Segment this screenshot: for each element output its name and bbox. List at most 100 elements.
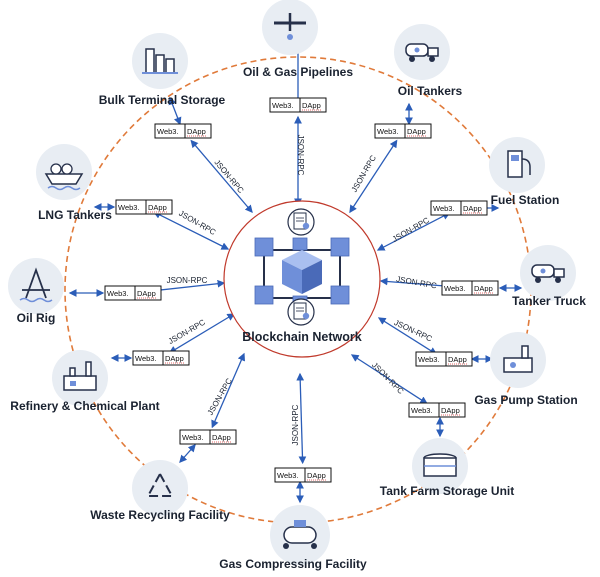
node-label: LNG Tankers [38, 208, 112, 222]
dapp-label: DApp [463, 204, 482, 213]
dapp-box: Web3. DApp [415, 351, 473, 367]
hub-link-arrow [377, 317, 438, 355]
node-oil-rig: Oil Rig [8, 258, 64, 325]
dapp-box: Web3.DApp [132, 350, 190, 366]
node-oil-and-gas-pipelines: Oil & Gas Pipelines [243, 0, 353, 79]
web3-label: Web3. [444, 284, 466, 293]
dapp-box: Web3.DApp [408, 402, 466, 418]
web3-label: Web3. [157, 127, 179, 136]
dapp-label: DApp [302, 101, 321, 110]
node-label: Oil & Gas Pipelines [243, 65, 353, 79]
dapp-box: Web3. DApp [430, 200, 488, 216]
web3-label: Web3. [135, 354, 157, 363]
node-gas-pump-station: Gas Pump Station [474, 332, 578, 407]
web3-label: Web3. [411, 406, 433, 415]
web3-label: Web3. [433, 204, 455, 213]
hub-link-arrow [168, 313, 236, 354]
dapp-label: DApp [148, 203, 167, 212]
hub-link-arrow [349, 139, 398, 214]
dapp-box-border [154, 123, 212, 139]
dapp-box-border [430, 200, 488, 216]
dapp-label: DApp [212, 433, 231, 442]
json-rpc-label: JSON-RPC [391, 216, 431, 244]
node-label: Bulk Terminal Storage [99, 93, 226, 107]
node-label: Gas Compressing Facility [219, 557, 367, 571]
dapp-box-border [132, 350, 190, 366]
node-label: Tank Farm Storage Unit [380, 484, 514, 498]
node-waste-recycling-facility: Waste Recycling Facility [90, 460, 230, 522]
dapp-box-border [104, 285, 162, 301]
web3-label: Web3. [118, 203, 140, 212]
dapp-box: Web3. DApp [104, 285, 162, 301]
contract-document-icon [287, 298, 315, 326]
dapp-box: Web3. DApp [374, 123, 432, 139]
json-rpc-label: JSON-RPC [396, 275, 438, 291]
dapp-box: Web3.DApp [179, 429, 237, 445]
node-tanker-truck: Tanker Truck [512, 245, 586, 308]
json-rpc-label: JSON-RPC [177, 209, 217, 237]
node-circle [8, 258, 64, 314]
dapp-box-border [115, 199, 173, 215]
blockchain-network-hub: Blockchain Network [223, 200, 381, 358]
dapp-label: DApp [137, 289, 156, 298]
center-label: Blockchain Network [242, 330, 362, 344]
json-rpc-label: JSON-RPC [291, 404, 300, 445]
node-fuel-station: Fuel Station [489, 137, 559, 207]
hub-link-arrow [190, 139, 253, 213]
hub-link-arrow [350, 354, 428, 405]
dapp-box: Web3. DApp [154, 123, 212, 139]
dapp-box-border [415, 351, 473, 367]
web3-label: Web3. [377, 127, 399, 136]
ledger-document-icon [287, 208, 315, 236]
dapp-label: DApp [307, 471, 326, 480]
node-label: Tanker Truck [512, 294, 586, 308]
node-link-arrow [168, 96, 182, 126]
dapp-box-border [408, 402, 466, 418]
web3-label: Web3. [272, 101, 294, 110]
dapp-box: Web3. DApp [269, 97, 327, 113]
pipeline-valve-icon [274, 13, 306, 40]
node-label: Waste Recycling Facility [90, 508, 230, 522]
dapp-label: DApp [187, 127, 206, 136]
dapp-box: Web3. DApp [441, 280, 499, 296]
web3-label: Web3. [418, 355, 440, 364]
node-link-arrow [179, 444, 196, 463]
dapp-box-border [441, 280, 499, 296]
dapp-box-border [179, 429, 237, 445]
fuel-pump-icon [507, 150, 531, 178]
tanker-truck-icon [531, 264, 565, 283]
hub-link-arrow [211, 352, 245, 429]
node-lng-tankers: LNG Tankers [36, 144, 112, 222]
web3-label: Web3. [107, 289, 129, 298]
gas-pump-station-icon [503, 345, 533, 373]
node-oil-tankers: Oil Tankers [394, 24, 463, 98]
oil-rig-icon [19, 267, 53, 303]
json-rpc-label: JSON-RPC [212, 158, 245, 195]
dapp-label: DApp [474, 284, 493, 293]
bulk-storage-icon [142, 48, 178, 74]
node-bulk-terminal-storage: Bulk Terminal Storage [99, 33, 226, 107]
dapp-box: Web3. DApp [115, 199, 173, 215]
node-label: Refinery & Chemical Plant [10, 399, 159, 413]
dapp-box-border [374, 123, 432, 139]
web3-label: Web3. [277, 471, 299, 480]
json-rpc-label: JSON-RPC [167, 276, 208, 285]
node-refinery-and-chemical-plant: Refinery & Chemical Plant [10, 350, 160, 413]
json-rpc-label: JSON-RPC [370, 361, 405, 396]
dapp-label: DApp [407, 127, 426, 136]
oil-tanker-truck-icon [405, 43, 439, 62]
json-rpc-label: JSON-RPC [350, 154, 378, 194]
node-circle [132, 460, 188, 516]
dapp-box: Web3. DApp [274, 467, 332, 483]
dapp-label: DApp [448, 355, 467, 364]
hub-link-arrow [296, 372, 307, 465]
node-gas-compressing-facility: Gas Compressing Facility [219, 505, 367, 571]
compressor-icon [283, 520, 317, 549]
hub-link-arrow [152, 211, 230, 250]
node-label: Gas Pump Station [474, 393, 577, 407]
refinery-icon [63, 361, 97, 391]
lng-ship-icon [44, 163, 84, 191]
dapp-box-border [274, 467, 332, 483]
